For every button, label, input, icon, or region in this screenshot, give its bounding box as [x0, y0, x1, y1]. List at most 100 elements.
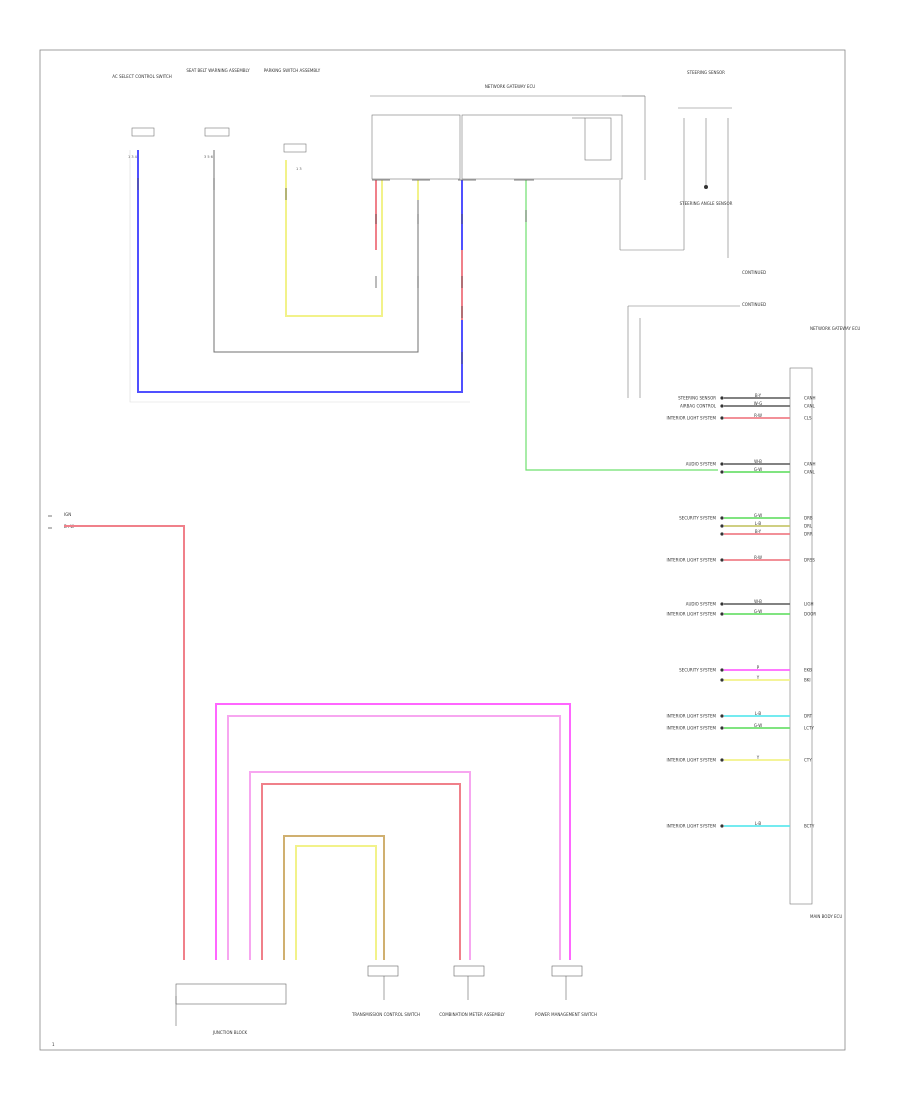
component-label-left3: PARKING SWITCH ASSEMBLY	[264, 68, 321, 73]
right-connector-bottom-label: MAIN BODY ECU	[810, 914, 842, 919]
right-connector-top-label: NETWORK GATEWAY ECU	[810, 326, 860, 331]
component-label-left2: SEAT BELT WARNING ASSEMBLY	[186, 68, 250, 73]
wire-yellow-inner	[295, 845, 377, 960]
connector-pin-name: CTY	[804, 758, 812, 763]
connector-row-label: INTERIOR LIGHT SYSTEM	[667, 416, 717, 421]
connector-pin-name: EKB	[804, 668, 812, 673]
connector-pin-name: CANL	[804, 470, 816, 475]
connector-pin-name: DRT	[804, 714, 813, 719]
connector-wire-code: W-B	[754, 459, 762, 464]
connector-wire-code: L-B	[755, 821, 761, 826]
connector-wire-code: Y	[756, 675, 760, 680]
wire-red-inner	[261, 783, 461, 960]
connector-terminal	[720, 462, 724, 466]
connector-terminal	[720, 758, 724, 762]
wire-gray	[213, 150, 419, 353]
svg-text:1 3: 1 3	[296, 167, 302, 171]
connector-terminal	[720, 558, 724, 562]
svg-text:CONTINUED: CONTINUED	[742, 270, 766, 275]
connector-pin-name: LIGH	[804, 602, 814, 607]
wire-magenta-outer	[215, 703, 571, 960]
connector-wire-code: G-W	[754, 467, 762, 472]
connector-terminal	[720, 470, 724, 474]
connector-row-label: SECURITY SYSTEM	[679, 516, 716, 521]
wire-orange-inner	[283, 835, 385, 960]
component-seat-belt-warning: SEAT BELT WARNING ASSEMBLY 3 5 6	[186, 68, 250, 159]
wire-pink-inner	[249, 771, 471, 960]
connector-wire-code: R-W	[754, 555, 762, 560]
connector-wire-code: B-Y	[755, 529, 762, 534]
connector-wire-code: L-B	[755, 521, 761, 526]
connector-pin-name: CANH	[804, 396, 816, 401]
connector-wire-code: W-G	[754, 401, 762, 406]
component-ac-select-switch: AC SELECT CONTROL SWITCH 1 3 4	[112, 74, 172, 159]
connector-pin-name: DRL	[804, 524, 813, 529]
right-connector-rows: STEERING SENSOR B-Y CANH AIRBAG CONTROL W-G C…	[667, 393, 817, 829]
connector-terminal	[720, 524, 724, 528]
connector-wire-code: G-W	[754, 609, 762, 614]
connector-terminal	[720, 404, 724, 408]
network-gateway-ecu: NETWORK GATEWAY ECU	[370, 84, 646, 180]
connector-row-label: AUDIO SYSTEM	[686, 462, 717, 467]
svg-text:1 3 4: 1 3 4	[128, 155, 138, 159]
bottom-label-c4: POWER MANAGEMENT SWITCH	[535, 1012, 597, 1017]
connector-row-label: INTERIOR LIGHT SYSTEM	[667, 558, 717, 563]
top-connector-pins	[137, 178, 534, 364]
connector-pin-name: CLS	[804, 416, 812, 421]
connector-row-label: INTERIOR LIGHT SYSTEM	[667, 824, 717, 829]
connector-row-label: AIRBAG CONTROL	[680, 404, 717, 409]
connector-pin-name: DRB	[804, 516, 813, 521]
connector-terminal	[720, 668, 724, 672]
connector-pin-name: CANH	[804, 462, 816, 467]
connector-pin-name: DRR	[804, 532, 813, 537]
bottom-connectors	[175, 965, 583, 1026]
connector-row-label: SECURITY SYSTEM	[679, 668, 716, 673]
connector-row-label: INTERIOR LIGHT SYSTEM	[667, 714, 717, 719]
left-source-line1: IGN	[64, 512, 71, 517]
connector-row-label: INTERIOR LIGHT SYSTEM	[667, 758, 717, 763]
wire-pink-outer	[227, 715, 561, 960]
svg-text:STEERING ANGLE SENSOR: STEERING ANGLE SENSOR	[680, 201, 733, 206]
bottom-label-c3: COMBINATION METER ASSEMBLY	[439, 1012, 505, 1017]
steering-sensor: STEERING SENSOR STEERING ANGLE SENSOR CO…	[619, 70, 766, 398]
connector-wire-code: B-Y	[755, 393, 762, 398]
component-label-left1: AC SELECT CONTROL SWITCH	[112, 74, 172, 79]
connector-terminal	[720, 612, 724, 616]
svg-text:3 5 6: 3 5 6	[204, 155, 213, 159]
connector-wire-code: G-W	[754, 513, 762, 518]
bottom-label-c2: TRANSMISSION CONTROL SWITCH	[351, 1012, 420, 1017]
connector-pin-name: BCTY	[804, 824, 815, 829]
svg-text:CONTINUED: CONTINUED	[742, 302, 766, 307]
connector-terminal	[720, 416, 724, 420]
component-parking-switch: PARKING SWITCH ASSEMBLY 1 3	[264, 68, 321, 171]
connector-terminal	[720, 396, 724, 400]
connector-pin-name: CANL	[804, 404, 816, 409]
wire-red-left	[64, 525, 185, 960]
connector-terminal	[720, 516, 724, 520]
wire-green	[525, 180, 718, 471]
connector-wire-code: Y	[756, 755, 760, 760]
page-number: 1	[52, 1042, 55, 1047]
wire-yellow-top	[285, 160, 383, 317]
connector-wire-code: L-B	[755, 711, 761, 716]
connector-row-label: STEERING SENSOR	[678, 396, 716, 401]
connector-row-label: AUDIO SYSTEM	[686, 602, 717, 607]
connector-pin-name: DOOR	[804, 612, 816, 617]
connector-terminal	[720, 678, 724, 682]
connector-pin-name: BKI	[804, 678, 811, 683]
connector-pin-name: DRSS	[804, 558, 815, 563]
connector-terminal	[720, 532, 724, 536]
connector-terminal	[720, 714, 724, 718]
connector-wire-code: P	[757, 665, 760, 670]
bottom-label-c1: JUNCTION BLOCK	[212, 1030, 248, 1035]
connector-terminal	[720, 824, 724, 828]
connector-wire-code: R-W	[754, 413, 762, 418]
connector-wire-code: G-W	[754, 723, 762, 728]
steering-sensor-label: STEERING SENSOR	[687, 70, 725, 75]
wire-blue	[137, 150, 463, 393]
right-connector: NETWORK GATEWAY ECU MAIN BODY ECU	[789, 326, 860, 919]
diagram-frame	[39, 49, 846, 1051]
connector-pin-name: LCTY	[804, 726, 814, 731]
center-ecu-label: NETWORK GATEWAY ECU	[485, 84, 535, 89]
